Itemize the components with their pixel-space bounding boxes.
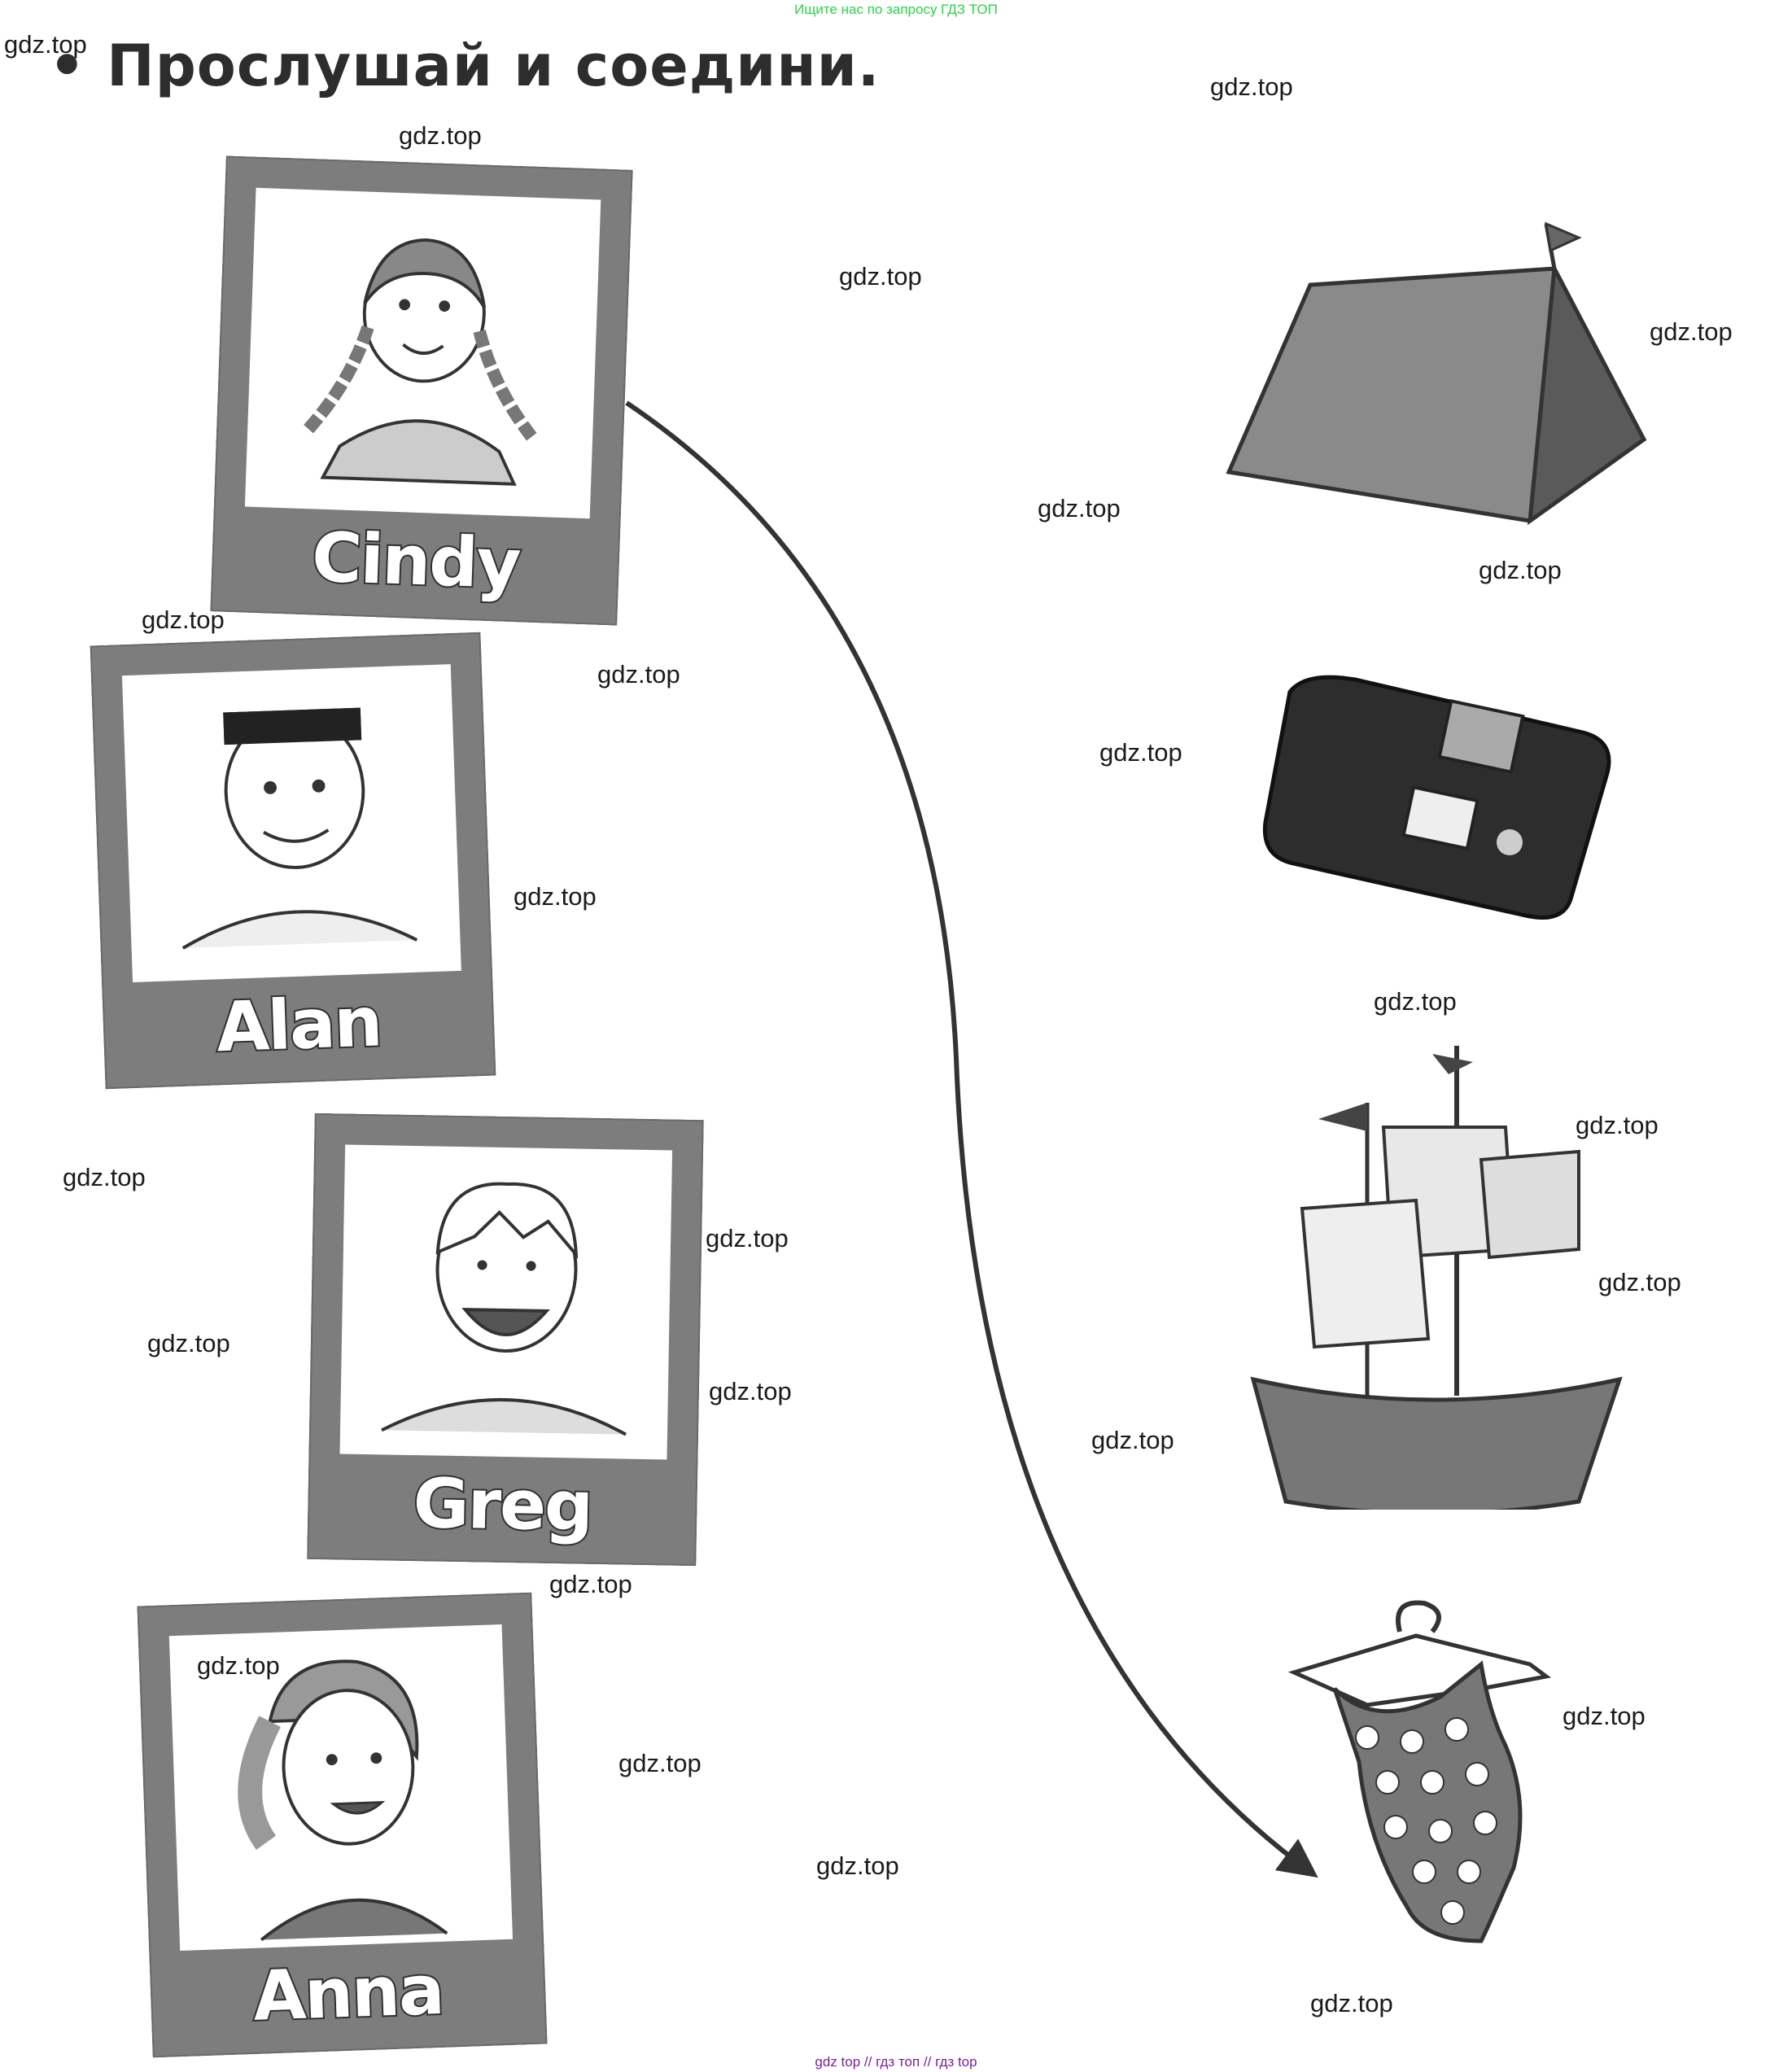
swimsuit-picture	[1278, 1599, 1579, 1949]
card-anna: Anna	[137, 1592, 548, 2058]
watermark: gdz.top	[197, 1651, 280, 1680]
watermark: gdz.top	[142, 605, 225, 634]
camera-picture	[1257, 667, 1619, 928]
watermark: gdz.top	[4, 30, 87, 59]
boy-smiling-icon	[381, 1182, 627, 1436]
top-banner: Ищите нас по запросу ГДЗ ТОП	[794, 2, 998, 17]
anna-portrait	[168, 1624, 514, 1952]
cindy-portrait	[244, 187, 601, 519]
watermark: gdz.top	[706, 1224, 789, 1252]
watermark: gdz.top	[839, 262, 922, 291]
watermark: gdz.top	[1576, 1111, 1659, 1139]
watermark: gdz.top	[399, 121, 482, 150]
watermark: gdz.top	[147, 1329, 230, 1357]
footer: gdz top // гдз топ // гдз top	[815, 2054, 977, 2070]
girl-ponytail-icon	[238, 1659, 448, 1942]
watermark: gdz.top	[1038, 494, 1121, 522]
card-cindy: Cindy	[210, 155, 633, 626]
watermark: gdz.top	[816, 1851, 899, 1880]
greg-portrait	[339, 1144, 673, 1460]
tent-icon	[1226, 221, 1647, 526]
watermark: gdz.top	[63, 1163, 146, 1191]
watermark: gdz.top	[1374, 987, 1457, 1016]
camera-icon	[1262, 675, 1611, 920]
tent-picture	[1213, 220, 1652, 537]
watermark: gdz.top	[514, 882, 597, 911]
watermark: gdz.top	[597, 660, 680, 688]
boy-flat-top-icon	[181, 707, 418, 950]
watermark: gdz.top	[1091, 1426, 1174, 1454]
ship-picture	[1237, 1038, 1628, 1516]
watermark: gdz.top	[1563, 1702, 1646, 1730]
watermark: gdz.top	[1598, 1268, 1681, 1296]
watermark: gdz.top	[618, 1749, 702, 1777]
card-alan: Alan	[90, 632, 496, 1090]
watermark: gdz.top	[549, 1570, 632, 1598]
watermark: gdz.top	[1210, 72, 1293, 101]
girl-braids-icon	[304, 238, 537, 486]
alan-portrait	[121, 664, 461, 982]
watermark: gdz.top	[1310, 1989, 1393, 2017]
watermark: gdz.top	[1650, 317, 1733, 346]
ship-icon	[1250, 1046, 1623, 1516]
watermark: gdz.top	[1099, 738, 1182, 767]
watermark: gdz.top	[1479, 556, 1562, 584]
exercise-title: • Прослушай и соедини.	[49, 33, 881, 99]
swimsuit-icon	[1287, 1600, 1552, 1943]
watermark: gdz.top	[709, 1377, 792, 1405]
card-greg: Greg	[307, 1112, 704, 1567]
